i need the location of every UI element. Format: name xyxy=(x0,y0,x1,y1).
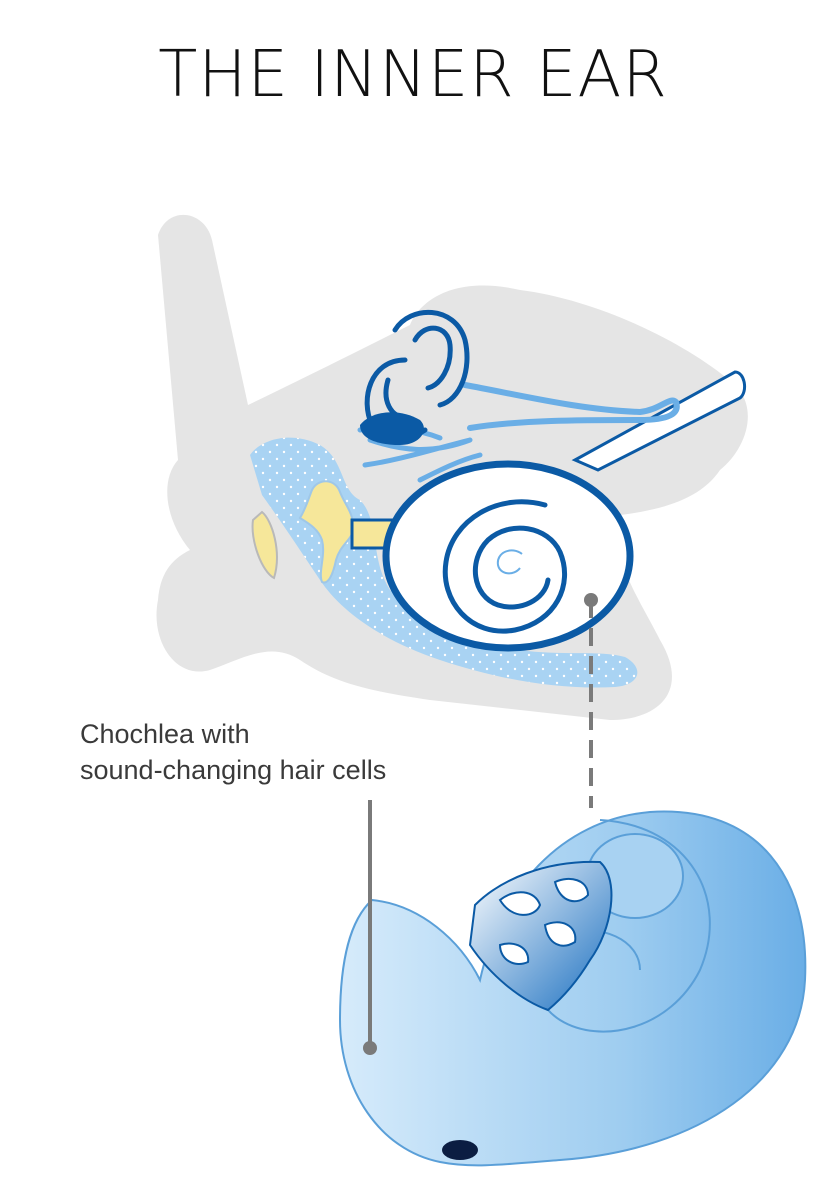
malleus-shape xyxy=(298,480,356,584)
cutaway-chambers xyxy=(498,877,590,965)
ear-canal-shape xyxy=(250,437,638,688)
label-leader-dot xyxy=(363,1041,377,1055)
cochlea-body-shape xyxy=(382,460,634,652)
semicircular-canals-shape xyxy=(364,309,470,440)
round-window-shape xyxy=(442,1140,478,1160)
cochlea-spiral-shape xyxy=(442,499,567,634)
page-title: THE INNER EAR xyxy=(158,38,668,112)
cochlea-label-line1: Chochlea with xyxy=(80,719,250,749)
cochlea-core-shape xyxy=(496,549,523,575)
nerve-branches-shape xyxy=(357,425,483,483)
nerve-fibers-shape xyxy=(462,382,680,431)
leader-dot-top xyxy=(584,593,598,607)
cochlea-label-line2: sound-changing hair cells xyxy=(80,755,387,785)
cochlea-label: Chochlea with sound-changing hair cells xyxy=(80,716,460,788)
vestibule-shape xyxy=(360,412,424,445)
eardrum-shape xyxy=(251,510,278,580)
